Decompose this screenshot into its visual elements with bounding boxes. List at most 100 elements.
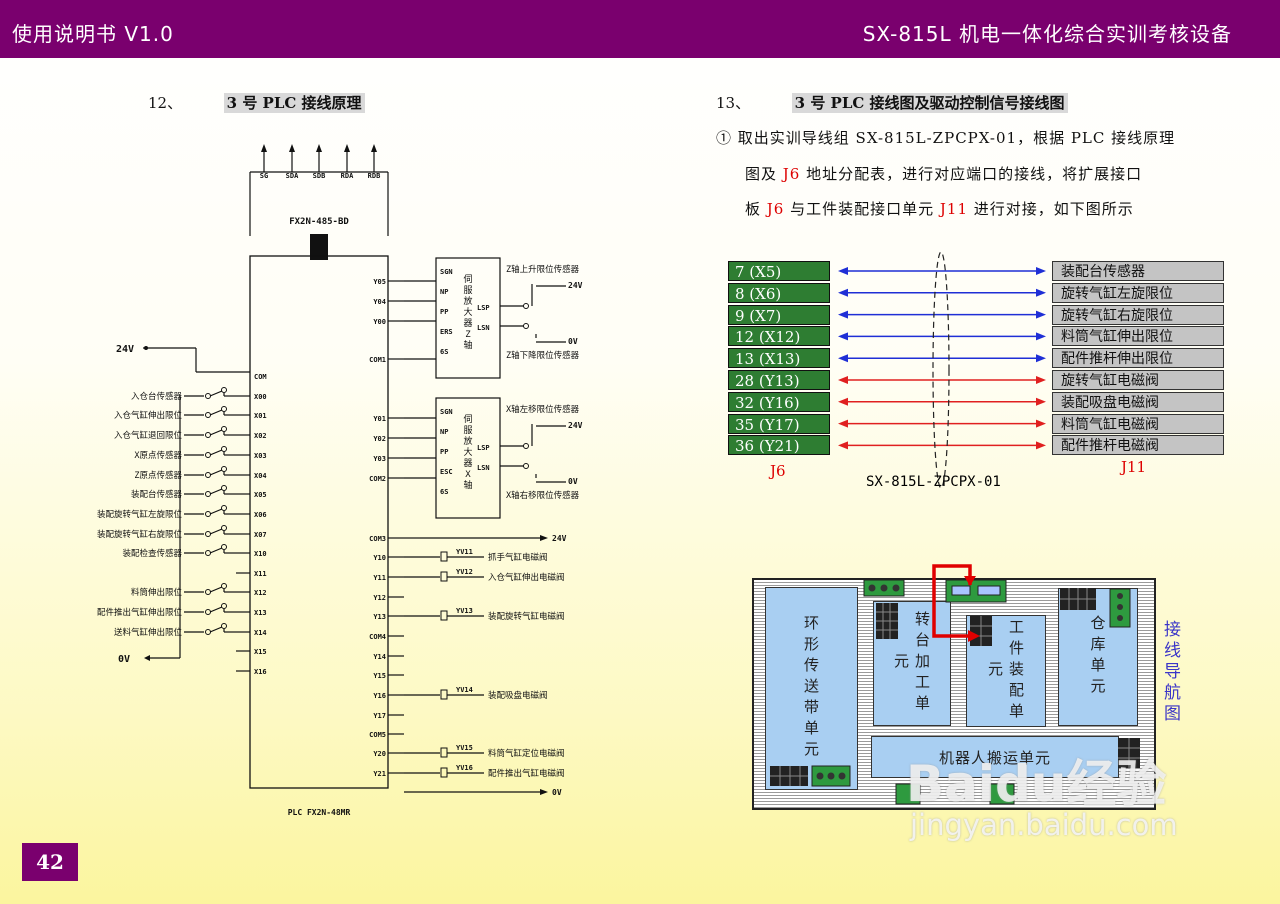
plc-input-terminal: X06 [254,511,267,519]
terminal-block [895,783,1015,805]
up-arrow [371,144,377,152]
plc-output-terminal: Y14 [373,653,386,661]
plc-output-terminal: COM5 [369,731,386,739]
switch-blade [209,528,223,535]
watermark-brand: Baidu经验 [906,755,1167,813]
v24-label: 24V [568,281,583,290]
unit-assembly[interactable]: 工件装配单元 [966,615,1046,727]
servo-x-name: 伺 [463,413,472,425]
j6-pin: 28 (Y13) [728,370,830,390]
nav-arrowhead [968,630,980,642]
plc-output-terminal: Y10 [373,554,386,562]
unit-warehouse[interactable]: 仓库单元 [1058,588,1138,726]
unit-robot[interactable]: 机器人搬运单元 [871,736,1119,778]
servo-z-pin: PP [440,308,448,316]
j11-signal: 配件推杆伸出限位 [1052,348,1224,369]
servo-x-name: 轴 [463,479,472,491]
plc-input-terminal: COM [254,373,267,381]
j11-signal: 配件推杆电磁阀 [1052,435,1224,456]
plc-input-terminal: X02 [254,432,267,440]
servo-x-pin: PP [440,448,448,456]
sensor-contact [221,387,227,393]
input-device-label: 配件推出气缸伸出限位 [97,607,183,618]
up-arrow [289,144,295,152]
arrowhead-left [838,267,848,275]
v24-label: 24V [116,344,134,355]
header-bar: 使用说明书 V1.0 SX-815L 机电一体化综合实训考核设备 [0,0,1280,58]
text: 地址分配表，进行对应端口的接线，将扩展接口 [800,165,1143,183]
valve-code: YV13 [456,607,473,615]
input-device-label: X原点传感器 [134,450,182,461]
unit-conveyor[interactable]: 环形传送带单元 [765,587,858,790]
plc-output-terminal: Y16 [373,692,386,700]
servo-z-box [435,257,501,379]
plc-output-terminal: Y15 [373,672,386,680]
servo-z-name: 放 [463,295,472,307]
plc-input-terminal: X16 [254,668,267,676]
plc-input-terminal: X14 [254,629,267,637]
servo-z-name: 服 [463,285,472,296]
device-title: SX-815L 机电一体化综合实训考核设备 [862,22,1232,46]
up-arrow [344,144,350,152]
j6-pin: 13 (X13) [728,348,830,369]
arrowhead-left [838,310,848,319]
lsn-label: LSN [477,324,490,332]
plc-output-terminal: Y21 [373,770,386,778]
nav-arrowhead [964,576,976,586]
switch-blade [209,409,223,416]
j6-ref: J6 [766,200,785,218]
arrowhead-right [1036,376,1046,384]
valve-name: 装配吸盘电磁阀 [488,690,548,701]
upper-limit-label: Z轴上升限位传感器 [506,264,580,275]
input-device-label: 装配旋转气缸右旋限位 [97,529,183,540]
v0-label: 0V [552,788,562,797]
up-arrow [261,144,267,152]
lsp-label: LSP [477,444,490,452]
limit-contact [523,463,529,469]
v24-label: 24V [568,421,583,430]
j6-pin: 12 (X12) [728,326,830,347]
sensor-contact [221,603,227,609]
instruction-line-3: 板 J6 与工件装配接口单元 J11 进行对接，如下图所示 [745,198,1134,219]
lower-limit-label: X轴右移限位传感器 [506,490,580,501]
arrowhead-left [838,441,848,450]
instruction-line-1: ① 取出实训导线组 SX-815L-ZPCPX-01，根据 PLC 接线原理 [716,129,1176,147]
servo-z-name: Z [465,330,471,340]
servo-x-name: 放 [463,435,472,447]
sensor-contact [221,446,227,452]
plc-input-terminal: X00 [254,393,267,401]
input-device-label: 料筒伸出限位 [131,587,183,598]
plc-output-terminal: Y01 [373,415,386,423]
plc-output-terminal: Y05 [373,278,386,286]
switch-blade [209,449,223,456]
section-12-number: 12、 [148,94,183,112]
arrowhead-right [1036,354,1046,363]
servo-x-pin: SGN [440,408,453,416]
text: 进行对接，如下图所示 [968,200,1134,218]
up-arrow [316,144,322,152]
servo-z-pin: ERS [440,328,453,336]
comm-terminal-label: SG [260,172,268,180]
comm-terminal-label: RDA [341,172,354,180]
section-12-title: 3 号 PLC 接线原理 [223,93,365,113]
switch-blade [209,586,223,593]
arrowhead-right [1036,332,1046,341]
input-device-label: 装配检查传感器 [122,548,182,559]
j11-signal: 装配吸盘电磁阀 [1052,391,1224,412]
plc-output-terminal: COM1 [369,356,386,364]
arrow [540,535,548,541]
valve-name: 入仓气缸伸出电磁阀 [488,572,565,583]
valve-code: YV16 [456,764,473,772]
switch-blade [209,626,223,633]
v0-label: 0V [568,337,578,346]
valve-name: 料筒气缸定位电磁阀 [488,748,565,759]
j6-pin: 36 (Y21) [728,435,830,456]
arrowhead-left [838,354,848,363]
section-12-heading: 12、 3 号 PLC 接线原理 [148,92,365,113]
lsp-label: LSP [477,304,490,312]
valve-code: YV11 [456,548,473,556]
plc-output-terminal: Y00 [373,318,386,326]
section-13-heading: 13、 3 号 PLC 接线图及驱动控制信号接线图 [716,92,1068,113]
